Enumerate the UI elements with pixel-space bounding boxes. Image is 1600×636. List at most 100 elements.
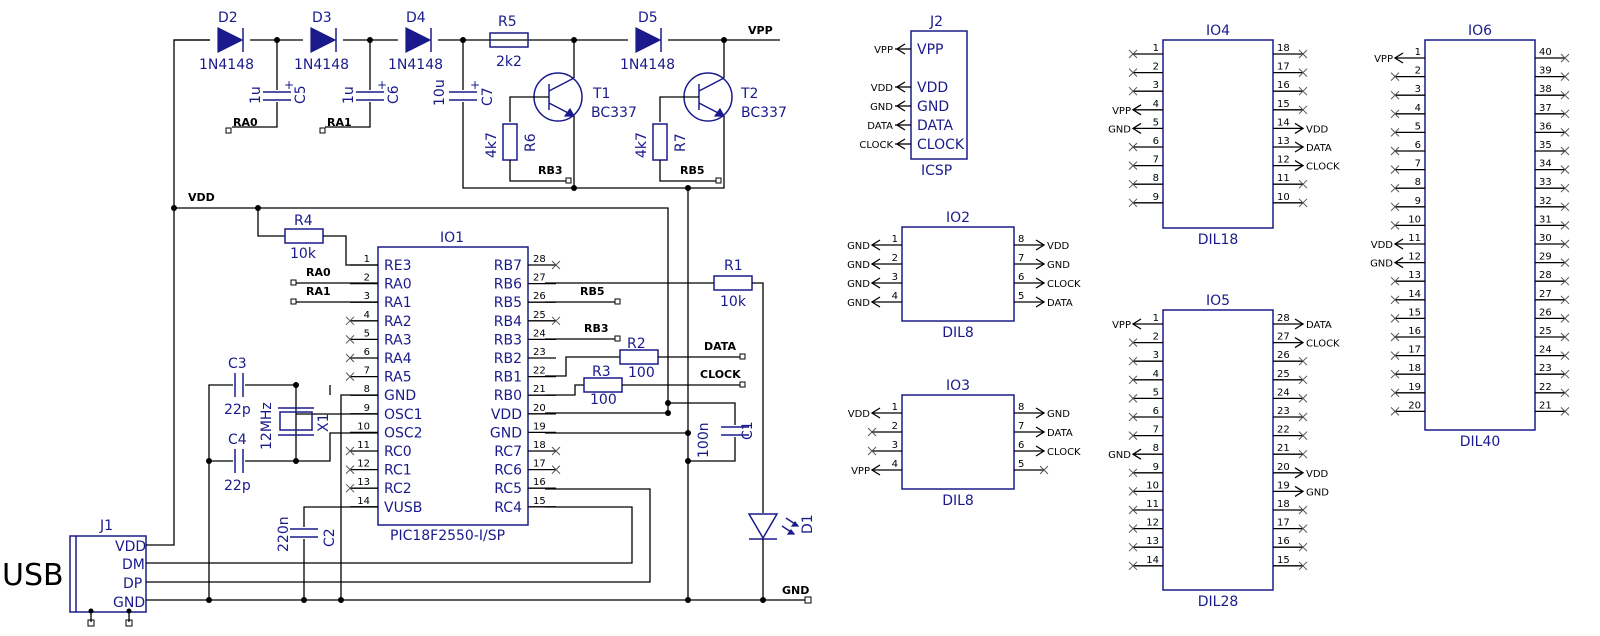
socket-pin-num: 16 (1277, 80, 1290, 91)
io1-pin-num: 10 (357, 421, 370, 432)
socket-pin-num: 27 (1277, 332, 1290, 343)
socket-pin-num: 8 (1415, 177, 1421, 188)
io1-pin-num: 9 (364, 403, 370, 414)
c7-value: 10u (432, 79, 448, 106)
r5-value: 2k2 (496, 54, 522, 70)
socket-pin-num: 7 (1153, 155, 1159, 166)
socket-pin-num: 16 (1277, 536, 1290, 547)
io1-pin-name: RA0 (384, 277, 412, 293)
socket-pin-num: 14 (1146, 555, 1159, 566)
socket-pin-num: 34 (1539, 159, 1552, 170)
socket-pin-num: 38 (1539, 84, 1552, 95)
j2-pin-name: CLOCK (917, 137, 965, 153)
socket-pin-num: 1 (892, 234, 898, 245)
j1-pin-gnd: GND (113, 595, 145, 611)
socket-net-label: DATA (1047, 428, 1073, 439)
io1-pin-num: 5 (364, 328, 370, 339)
io1-pin-name: RB0 (494, 388, 522, 404)
c2-value: 220n (276, 516, 292, 552)
socket-pin-num: 28 (1277, 313, 1290, 324)
r2-value: 100 (628, 365, 655, 381)
io1-pin-num: 7 (364, 366, 370, 377)
socket-pin-num: 22 (1539, 382, 1552, 393)
socket-pin-num: 3 (1153, 80, 1159, 91)
socket-pin-num: 5 (1153, 117, 1159, 128)
io5-socket: IO5DIL281VPP2345678GND9101112131428DATA2… (1108, 293, 1340, 610)
io1-pin-num: 25 (533, 310, 546, 321)
socket-pin-num: 30 (1539, 233, 1552, 244)
io1-pin-num: 2 (364, 273, 370, 284)
io1-pin-name: RA1 (384, 295, 412, 311)
socket-pin-num: 15 (1277, 555, 1290, 566)
io5-label: DIL28 (1198, 594, 1239, 610)
io1-pin-name: RB1 (494, 370, 522, 386)
socket-pin-num: 13 (1408, 270, 1421, 281)
socket-pin-num: 17 (1277, 518, 1290, 529)
j2-ref: J2 (929, 14, 943, 30)
socket-pin-num: 25 (1539, 326, 1552, 337)
socket-pin-num: 3 (892, 440, 898, 451)
socket-pin-num: 20 (1277, 462, 1290, 473)
socket-pin-num: 10 (1277, 192, 1290, 203)
d2-ref: D2 (218, 10, 238, 26)
io6-label: DIL40 (1460, 434, 1501, 450)
d5-ref: D5 (638, 10, 658, 26)
r1-ref: R1 (724, 258, 743, 274)
io1-pin-name: RA2 (384, 314, 412, 330)
socket-net-label: GND (1108, 450, 1131, 461)
socket-pin-num: 10 (1408, 214, 1421, 225)
socket-pin-num: 2 (892, 253, 898, 264)
socket-net-label: GND (1370, 259, 1393, 270)
io1-pin-num: 28 (533, 254, 546, 265)
d1-ref: D1 (800, 514, 816, 534)
io5-ref: IO5 (1206, 293, 1230, 309)
io4-label: DIL18 (1198, 232, 1239, 248)
net-clock-io1: CLOCK (700, 368, 741, 381)
r7-value: 4k7 (634, 132, 650, 158)
r4-ref: R4 (294, 213, 313, 229)
x1-ref: X1 (316, 414, 332, 433)
c3-ref: C3 (228, 356, 247, 372)
socket-pin-num: 9 (1153, 462, 1159, 473)
io1-right-pins: 28RB727RB626RB525RB424RB323RB222RB121RB0… (490, 254, 561, 516)
io1-pin-num: 15 (533, 496, 546, 507)
socket-net-label: VDD (1371, 240, 1394, 251)
j1-pin-dp: DP (123, 576, 142, 592)
socket-pin-num: 21 (1277, 443, 1290, 454)
io3-label: DIL8 (942, 493, 974, 509)
io1-pin-name: RA4 (384, 351, 412, 367)
socket-net-label: DATA (1306, 143, 1332, 154)
socket-pin-num: 22 (1277, 425, 1290, 436)
socket-pin-num: 8 (1153, 443, 1159, 454)
socket-pin-num: 13 (1277, 136, 1290, 147)
socket-pin-num: 23 (1539, 363, 1552, 374)
j2-pin-name: GND (917, 99, 949, 115)
socket-pin-num: 8 (1153, 173, 1159, 184)
socket-pin-num: 19 (1408, 382, 1421, 393)
socket-net-label: VPP (1112, 106, 1131, 117)
io1-pin-num: 19 (533, 421, 546, 432)
io1-pin-name: RB3 (494, 332, 522, 348)
io2-socket: IO2DIL81GND2GND3GND4GND8VDD7GND6CLOCK5DA… (847, 210, 1081, 341)
socket-pin-num: 5 (1018, 291, 1024, 302)
io1-pin-num: 21 (533, 384, 546, 395)
j1-pin-dm: DM (122, 557, 145, 573)
socket-pin-num: 23 (1277, 406, 1290, 417)
oscillator-section: 12MHz X1 C3 22p C4 22p (206, 356, 378, 600)
c1-value: 100n (696, 422, 712, 458)
io1-pin-num: 22 (533, 366, 546, 377)
socket-net-label: DATA (1047, 298, 1073, 309)
socket-pin-num: 3 (1153, 350, 1159, 361)
c5-value: 1u (248, 86, 264, 104)
t2-value: BC337 (741, 105, 787, 121)
io1-pin-num: 17 (533, 459, 546, 470)
r4-value: 10k (290, 246, 317, 262)
io1-pin-name: RC6 (494, 463, 522, 479)
socket-pin-num: 26 (1539, 307, 1552, 318)
c5-ref: C5 (293, 85, 309, 104)
socket-pin-num: 6 (1153, 406, 1159, 417)
